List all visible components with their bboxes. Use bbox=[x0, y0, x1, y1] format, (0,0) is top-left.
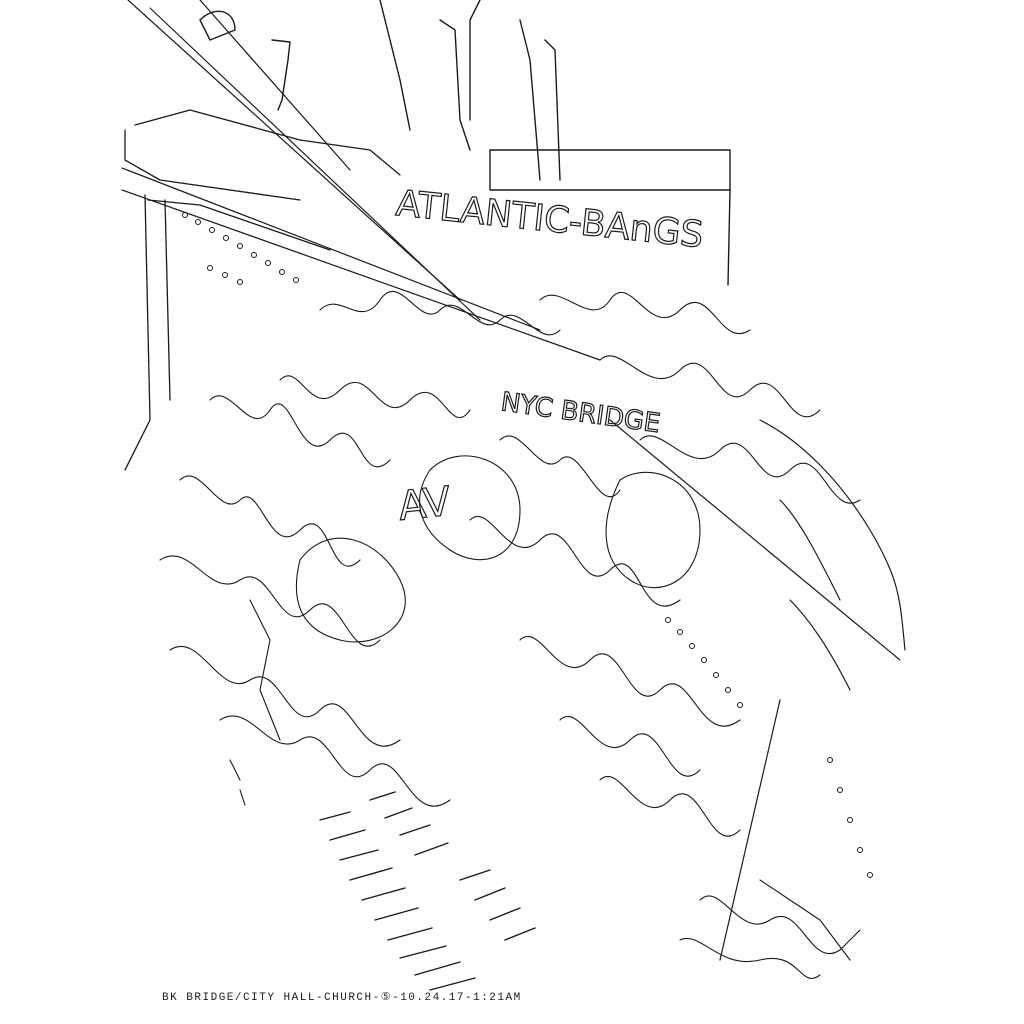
light-dots bbox=[182, 212, 873, 878]
scribbled-crowd bbox=[159, 291, 861, 979]
sketch-paper bbox=[122, 0, 902, 1024]
hatch-strokes bbox=[319, 791, 536, 991]
top-posts bbox=[199, 0, 561, 181]
diagonal-strokes bbox=[121, 0, 901, 961]
letter-arc bbox=[759, 419, 906, 691]
sign-lettering-nyc: NYC BRIDGE bbox=[499, 387, 662, 439]
bridge-plate bbox=[124, 109, 401, 471]
signboard bbox=[489, 149, 731, 286]
sign-lettering-av: AV bbox=[396, 479, 453, 530]
drawing-caption: BK BRIDGE/CITY HALL-CHURCH-⑤-10.24.17-1:… bbox=[162, 992, 522, 1004]
sign-lettering-atlantic: ATLANTIC-BAnGS bbox=[394, 183, 705, 256]
